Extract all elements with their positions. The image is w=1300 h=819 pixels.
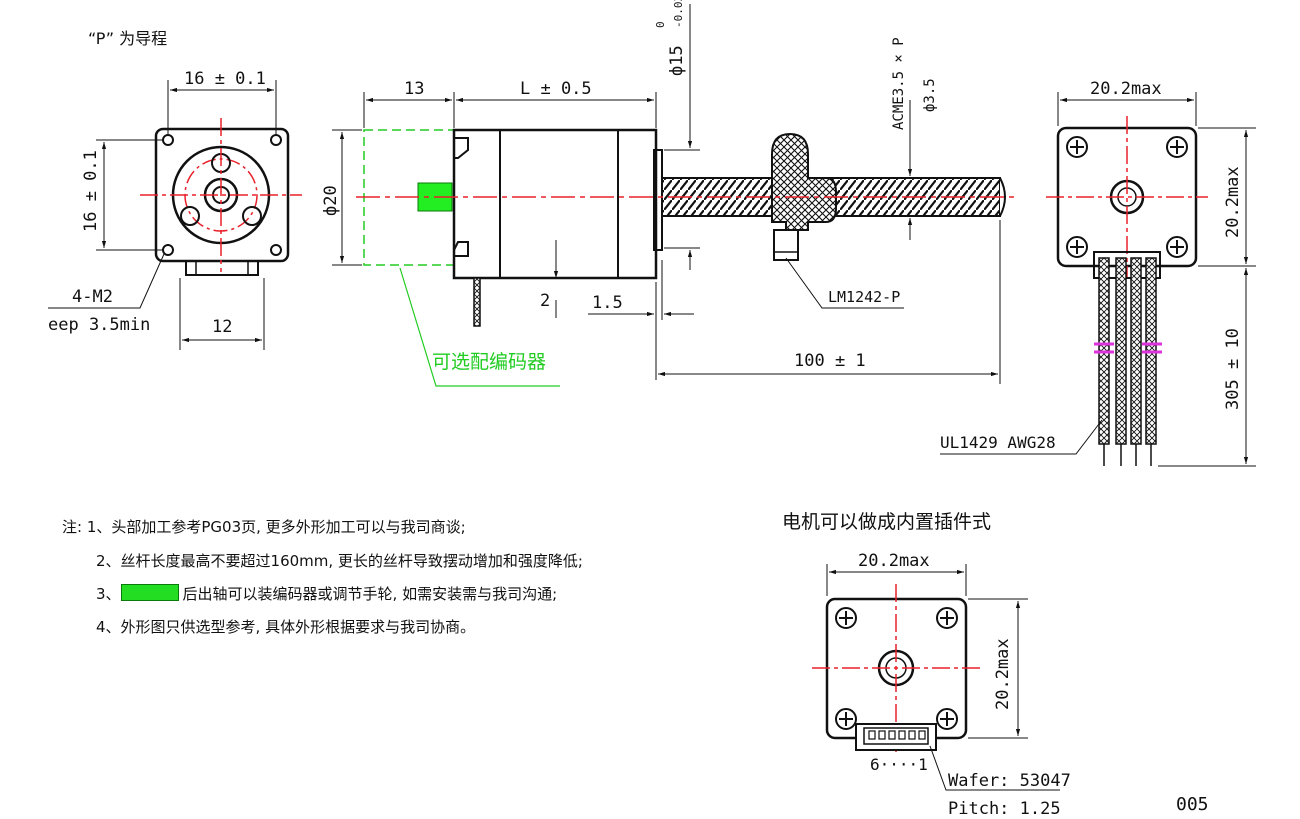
note-2: 2、丝杆长度最高不要超过160mm, 更长的丝杆导致摆动增加和强度降低; <box>96 552 583 570</box>
dim-screw-thread: ACME3.5 × P <box>891 37 907 130</box>
dim-2: 2 <box>540 291 550 311</box>
front-dim-height: 16 ± 0.1 <box>81 150 101 232</box>
screw-heads <box>1066 136 1188 258</box>
wire-spec-label: UL1429 AWG28 <box>940 433 1056 452</box>
hole-depth-callout: eep 3.5min <box>48 315 150 335</box>
note-3-text: 后出轴可以装编码器或调节手轮, 如需安装需与我司沟通; <box>182 585 558 603</box>
plug-in-view: 电机可以做成内置插件式 20.2max 20 <box>782 511 1071 819</box>
note-3-prefix: 3、 <box>96 585 121 603</box>
plug-dim-width: 20.2max <box>858 551 930 571</box>
pin-numbering: 6····1 <box>870 755 928 774</box>
dim-body-length: L ± 0.5 <box>520 79 592 99</box>
dim-overall-length: 100 ± 1 <box>794 351 866 371</box>
dim-body-diameter: ф20 <box>321 185 341 216</box>
encoder-label: 可选配编码器 <box>432 351 546 373</box>
wafer-part-label: Wafer: 53047 <box>948 771 1071 791</box>
dim-pilot-tol-upper: 0 <box>654 21 667 28</box>
dim-encoder-ext: 13 <box>404 79 424 99</box>
dim-pilot-diameter: ф15 <box>667 45 687 76</box>
plug-dim-height: 20.2max <box>993 638 1013 710</box>
rear-dim-width: 20.2max <box>1090 79 1162 99</box>
front-dim-width: 16 ± 0.1 <box>184 69 266 89</box>
note-1: 注: 1、头部加工参考PG03页, 更多外形加工可以与我司商谈; <box>62 518 466 536</box>
note-4: 4、外形图只供选型参考, 具体外形根据要求与我司协商。 <box>96 618 476 636</box>
lead-screw-nut <box>771 132 837 231</box>
note-3: 3、 后出轴可以装编码器或调节手轮, 如需安装需与我司沟通; <box>96 583 557 604</box>
rear-view: 20.2max 20.2max 305 ± 10 UL1429 AWG28 <box>940 79 1256 467</box>
lead-wires <box>1094 257 1162 466</box>
hole-callout: 4-M2 <box>72 287 113 307</box>
nut-label: LM1242-P <box>828 288 900 306</box>
plug-view-title: 电机可以做成内置插件式 <box>782 511 991 533</box>
front-view-connector <box>185 260 259 276</box>
front-view: 16 ± 0.1 16 ± 0.1 4-M2 eep 3.5min 12 <box>48 69 302 350</box>
front-dim-bottom: 12 <box>212 317 232 337</box>
lead-length-dim: 305 ± 10 <box>1223 328 1243 410</box>
side-view: 13 L ± 0.5 ф20 ф15 0 -0.03 ACME3.5 × P ф… <box>321 0 1016 387</box>
encoder-color-swatch <box>120 584 179 601</box>
dim-screw-diameter: ф3.5 <box>922 78 938 112</box>
page-number: 005 <box>1176 794 1209 815</box>
dim-1-5: 1.5 <box>592 293 623 313</box>
wafer-pitch-label: Pitch: 1.25 <box>948 799 1061 819</box>
dim-pilot-tol-lower: -0.03 <box>672 0 685 28</box>
lead-note: “P” 为导程 <box>88 29 167 48</box>
rear-dim-height: 20.2max <box>1223 166 1243 238</box>
motor-body <box>452 128 658 280</box>
